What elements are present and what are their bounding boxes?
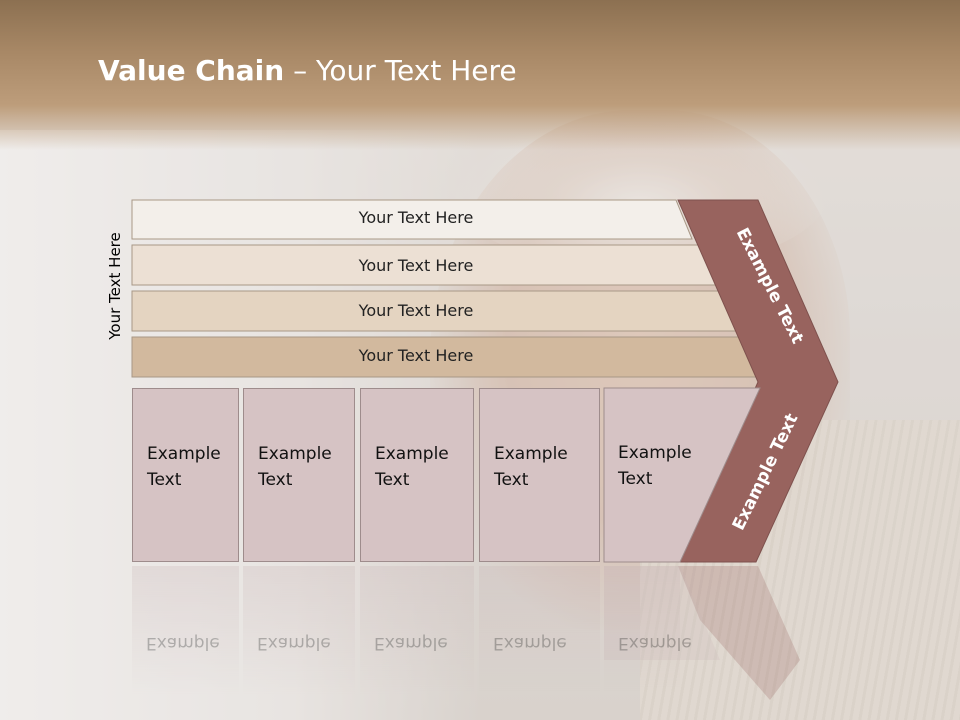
bar-3-label: Your Text Here: [358, 301, 474, 320]
cell-5-shape[interactable]: [603, 387, 761, 563]
title-rest: – Your Text Here: [284, 54, 517, 87]
cells-reflection: Example Example Example Example Example: [132, 566, 772, 696]
chevron-arrow[interactable]: [677, 199, 839, 563]
cell-5-reflection: [604, 566, 720, 660]
bar-2-label: Your Text Here: [358, 256, 474, 275]
bar-1-label: Your Text Here: [358, 208, 474, 227]
bar-1-shape[interactable]: [131, 199, 693, 240]
chevron-reflection: [678, 566, 800, 700]
title-bold: Value Chain: [98, 54, 285, 87]
slide-title: Value Chain – Your Text Here: [98, 54, 517, 94]
bar-4-label: Your Text Here: [358, 346, 474, 365]
